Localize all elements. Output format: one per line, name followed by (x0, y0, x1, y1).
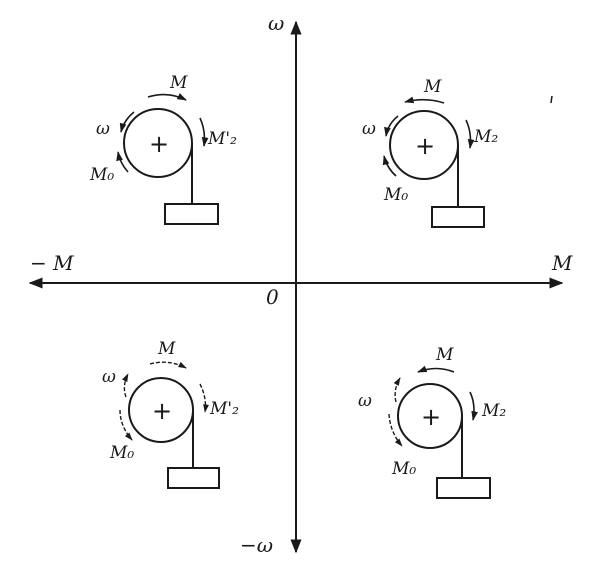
load-weight (164, 203, 219, 225)
arrow-bottom-m0 (116, 151, 129, 173)
arrow-right-m2 (199, 117, 209, 147)
arrow-bottom-m0 (119, 409, 133, 441)
arrow-left-omega (119, 111, 135, 133)
label-right: M'₂ (207, 129, 237, 149)
axis-label-neg-m: − M (30, 251, 74, 275)
label-left: ω (96, 119, 110, 139)
axis-label-neg-omega: −ω (240, 533, 273, 557)
label-top: M (157, 339, 176, 359)
arrow-left-omega (384, 115, 399, 137)
pulley-quadrant-1: + M ω M₂ M₀ (362, 77, 553, 228)
arrow-bottom-m0 (388, 413, 403, 447)
stray-mark (550, 95, 553, 104)
pulley-quadrant-2: + M ω M'₂ M₀ (89, 73, 237, 225)
label-bottom: M₀ (109, 443, 134, 463)
load-weight (431, 206, 485, 228)
arrow-top-m (417, 365, 455, 373)
load-weight (436, 477, 491, 499)
pulley-center-plus: + (415, 132, 435, 160)
label-right: M'₂ (209, 399, 239, 419)
label-top: M (423, 77, 442, 97)
arrow-right-m2 (199, 383, 209, 413)
label-left: ω (358, 391, 372, 411)
arrow-bottom-m0 (382, 155, 397, 177)
axis-label-m: M (551, 251, 573, 275)
label-bottom: M₀ (391, 459, 416, 479)
label-top: M (435, 345, 454, 365)
arrow-left-omega (121, 373, 129, 398)
label-top: M (169, 73, 188, 93)
arrow-left-omega (393, 377, 401, 403)
arrow-right-m2 (469, 391, 478, 421)
pulley-center-plus: + (421, 403, 441, 431)
load-weight (167, 467, 220, 489)
pulley-quadrant-3: + M ω M'₂ M₀ (102, 339, 239, 489)
label-bottom: M₀ (383, 185, 408, 205)
arrow-right-m2 (465, 119, 475, 149)
origin-label: 0 (266, 285, 279, 309)
pulley-quadrant-4: + M ω M₂ M₀ (358, 345, 506, 499)
arrow-top-m (147, 93, 187, 101)
pulley-center-plus: + (149, 130, 169, 158)
label-left: ω (362, 119, 376, 139)
axis-label-omega: ω (268, 11, 284, 35)
arrow-top-m (404, 96, 445, 104)
label-right: M₂ (481, 401, 506, 421)
label-left: ω (102, 367, 116, 387)
label-right: M₂ (473, 127, 498, 147)
arrow-top-m (149, 361, 187, 369)
pulley-center-plus: + (152, 397, 172, 425)
label-bottom: M₀ (89, 165, 114, 185)
